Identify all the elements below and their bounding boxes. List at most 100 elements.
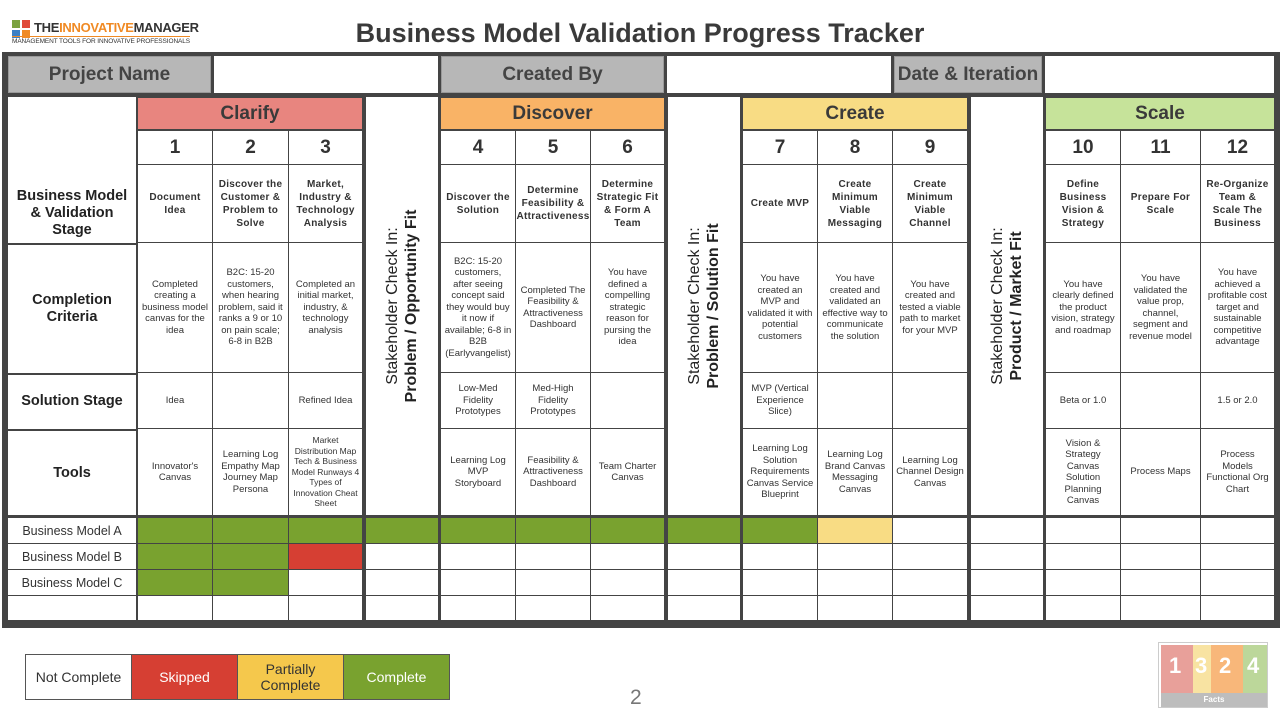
status-cell-not-complete[interactable]	[289, 570, 362, 595]
step-4-title: Discover the Solution	[441, 165, 515, 242]
status-cell-not-complete[interactable]	[213, 596, 288, 620]
status-cell-not-complete[interactable]	[591, 544, 664, 569]
status-cell-not-complete[interactable]	[743, 596, 817, 620]
status-cell-complete[interactable]	[138, 570, 212, 595]
page-title: Business Model Validation Progress Track…	[355, 18, 925, 48]
status-cell-not-complete[interactable]	[893, 544, 967, 569]
step-9-title: Create Minimum Viable Channel	[893, 165, 967, 242]
status-cell-complete[interactable]	[366, 518, 438, 543]
status-cell-not-complete[interactable]	[1046, 596, 1120, 620]
business-model-label[interactable]: Business Model B	[8, 544, 136, 569]
status-cell-not-complete[interactable]	[668, 570, 740, 595]
status-cell-not-complete[interactable]	[441, 544, 515, 569]
business-model-label[interactable]	[8, 596, 136, 620]
phase-clarify: Clarify	[138, 98, 362, 129]
status-cell-not-complete[interactable]	[971, 544, 1043, 569]
status-cell-not-complete[interactable]	[1046, 518, 1120, 543]
status-cell-not-complete[interactable]	[366, 544, 438, 569]
status-cell-not-complete[interactable]	[1121, 544, 1200, 569]
status-cell-not-complete[interactable]	[818, 596, 892, 620]
step-3-criteria: Completed an initial market, industry, &…	[289, 243, 362, 372]
status-cell-not-complete[interactable]	[1201, 518, 1274, 543]
status-cell-skipped[interactable]	[289, 544, 362, 569]
date-iteration-field[interactable]	[1045, 56, 1274, 93]
status-legend: Not Complete Skipped Partially Complete …	[25, 654, 450, 700]
status-cell-not-complete[interactable]	[1121, 596, 1200, 620]
step-3-solution: Refined Idea	[289, 373, 362, 428]
status-cell-not-complete[interactable]	[1201, 544, 1274, 569]
step-12-solution: 1.5 or 2.0	[1201, 373, 1274, 428]
status-cell-not-complete[interactable]	[893, 518, 967, 543]
status-cell-not-complete[interactable]	[138, 596, 212, 620]
step-10-criteria: You have clearly defined the product vis…	[1046, 243, 1120, 372]
status-cell-partial[interactable]	[818, 518, 892, 543]
step-1-tools: Innovator's Canvas	[138, 429, 212, 515]
status-cell-complete[interactable]	[138, 518, 212, 543]
checkpoint-product-market-fit: Stakeholder Check In:Product / Market Fi…	[971, 97, 1043, 515]
status-cell-complete[interactable]	[591, 518, 664, 543]
status-cell-not-complete[interactable]	[366, 596, 438, 620]
step-11-solution	[1121, 373, 1200, 428]
status-cell-not-complete[interactable]	[971, 518, 1043, 543]
status-cell-not-complete[interactable]	[743, 544, 817, 569]
logo-mark-icon	[12, 20, 32, 38]
status-cell-not-complete[interactable]	[818, 570, 892, 595]
step-9-criteria: You have created and tested a viable pat…	[893, 243, 967, 372]
status-cell-not-complete[interactable]	[441, 596, 515, 620]
status-cell-not-complete[interactable]	[1121, 518, 1200, 543]
legend-complete: Complete	[344, 655, 449, 699]
status-cell-not-complete[interactable]	[818, 544, 892, 569]
status-cell-not-complete[interactable]	[893, 596, 967, 620]
status-cell-not-complete[interactable]	[971, 596, 1043, 620]
status-cell-not-complete[interactable]	[1121, 570, 1200, 595]
status-cell-not-complete[interactable]	[893, 570, 967, 595]
status-cell-not-complete[interactable]	[591, 596, 664, 620]
phase-create: Create	[743, 98, 967, 129]
row-label-solution: Solution Stage	[8, 373, 136, 428]
step-4-tools: Learning Log MVP Storyboard	[441, 429, 515, 515]
step-8-title: Create Minimum Viable Messaging	[818, 165, 892, 242]
status-cell-complete[interactable]	[516, 518, 590, 543]
step-11-title: Prepare For Scale	[1121, 165, 1200, 242]
status-cell-not-complete[interactable]	[591, 570, 664, 595]
status-cell-complete[interactable]	[213, 518, 288, 543]
status-cell-not-complete[interactable]	[668, 596, 740, 620]
status-cell-not-complete[interactable]	[516, 570, 590, 595]
business-model-label[interactable]: Business Model A	[8, 518, 136, 543]
step-8-tools: Learning Log Brand Canvas Messaging Canv…	[818, 429, 892, 515]
status-cell-not-complete[interactable]	[441, 570, 515, 595]
status-cell-not-complete[interactable]	[743, 570, 817, 595]
status-cell-not-complete[interactable]	[289, 596, 362, 620]
status-cell-not-complete[interactable]	[1201, 596, 1274, 620]
status-cell-not-complete[interactable]	[366, 570, 438, 595]
checkpoint-problem-opportunity-fit: Stakeholder Check In:Problem / Opportuni…	[366, 97, 438, 515]
status-cell-not-complete[interactable]	[516, 544, 590, 569]
status-cell-not-complete[interactable]	[971, 570, 1043, 595]
project-name-label: Project Name	[8, 56, 211, 93]
step-7-solution: MVP (Vertical Experience Slice)	[743, 373, 817, 428]
status-cell-not-complete[interactable]	[516, 596, 590, 620]
step-6-tools: Team Charter Canvas	[591, 429, 664, 515]
status-cell-not-complete[interactable]	[1046, 544, 1120, 569]
status-cell-not-complete[interactable]	[668, 544, 740, 569]
status-cell-complete[interactable]	[213, 570, 288, 595]
status-cell-complete[interactable]	[743, 518, 817, 543]
step-12-num: 12	[1201, 131, 1274, 164]
project-name-field[interactable]	[214, 56, 438, 93]
slide-thumbnail[interactable]: Facts 1 3 2 4	[1158, 642, 1268, 708]
step-5-title: Determine Feasibility & Attractiveness	[516, 165, 590, 242]
status-cell-not-complete[interactable]	[1046, 570, 1120, 595]
status-cell-complete[interactable]	[213, 544, 288, 569]
status-cell-not-complete[interactable]	[1201, 570, 1274, 595]
business-model-label[interactable]: Business Model C	[8, 570, 136, 595]
created-by-field[interactable]	[667, 56, 891, 93]
status-cell-complete[interactable]	[138, 544, 212, 569]
step-7-num: 7	[743, 131, 817, 164]
status-cell-complete[interactable]	[441, 518, 515, 543]
step-11-num: 11	[1121, 131, 1200, 164]
status-cell-complete[interactable]	[668, 518, 740, 543]
step-12-criteria: You have achieved a profitable cost targ…	[1201, 243, 1274, 372]
phase-discover: Discover	[441, 98, 664, 129]
step-12-title: Re-Organize Team & Scale The Business	[1201, 165, 1274, 242]
status-cell-complete[interactable]	[289, 518, 362, 543]
